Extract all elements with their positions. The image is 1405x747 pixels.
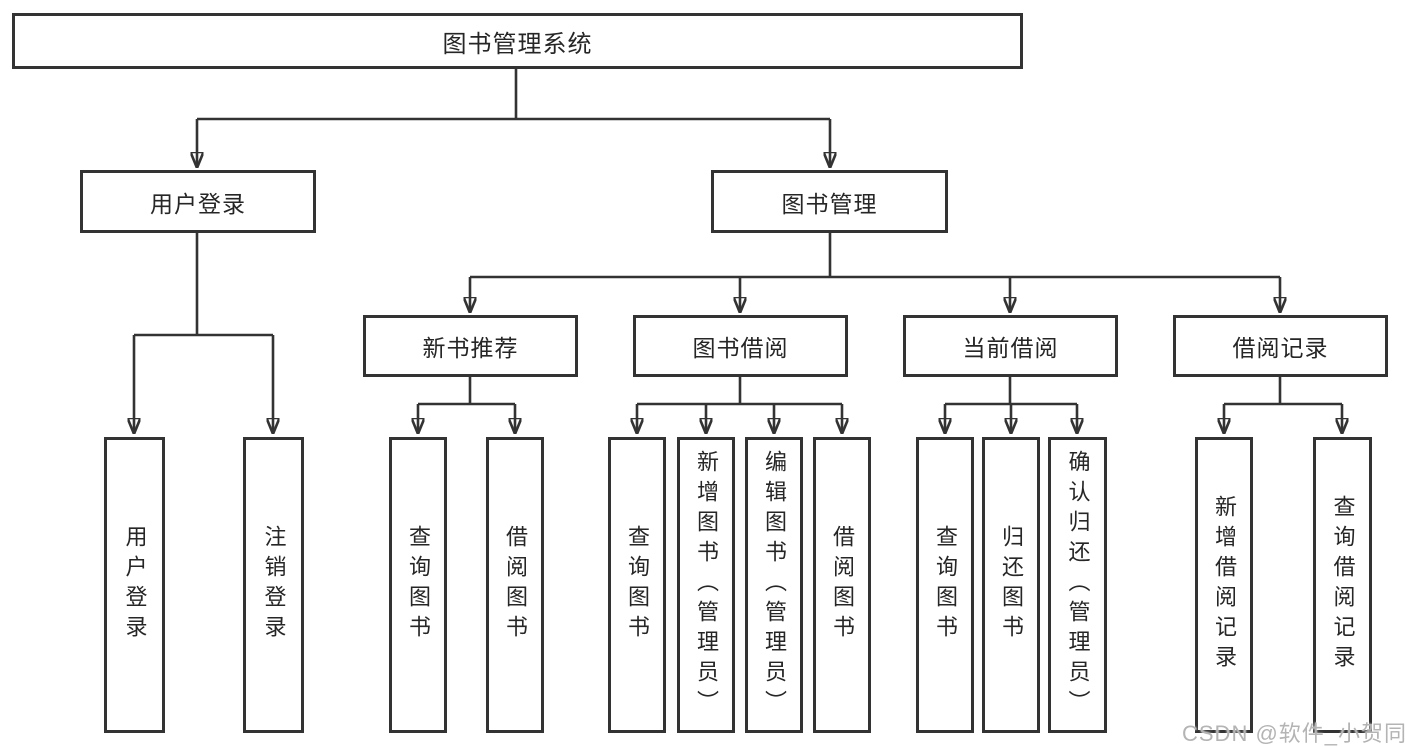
- leaf-return-books: 归还图书: [982, 437, 1040, 733]
- node-library-management-system: 图书管理系统: [12, 13, 1023, 69]
- watermark: CSDN @软件_小贺同学: [1182, 721, 1405, 746]
- node-current-borrowing: 当前借阅: [903, 315, 1118, 377]
- leaf-borrow-books: 借阅图书: [813, 437, 871, 733]
- leaf-recommend-borrow-books: 借阅图书: [486, 437, 544, 733]
- leaf-user-login: 用户登录: [104, 437, 165, 733]
- leaf-logout: 注销登录: [243, 437, 304, 733]
- leaf-query-borrow-record: 查询借阅记录: [1313, 437, 1372, 733]
- node-book-management: 图书管理: [711, 170, 948, 233]
- node-borrowing-records: 借阅记录: [1173, 315, 1388, 377]
- leaf-add-borrow-record: 新增借阅记录: [1195, 437, 1253, 733]
- node-new-book-recommendation: 新书推荐: [363, 315, 578, 377]
- leaf-borrowing-query-books: 查询图书: [608, 437, 666, 733]
- leaf-current-query-books: 查询图书: [916, 437, 974, 733]
- node-book-borrowing: 图书借阅: [633, 315, 848, 377]
- leaf-add-book-admin: 新增图书（管理员）: [677, 437, 735, 733]
- leaf-edit-book-admin: 编辑图书（管理员）: [745, 437, 803, 733]
- leaf-recommend-query-books: 查询图书: [389, 437, 447, 733]
- leaf-confirm-return-admin: 确认归还（管理员）: [1048, 437, 1107, 733]
- node-user-login: 用户登录: [80, 170, 316, 233]
